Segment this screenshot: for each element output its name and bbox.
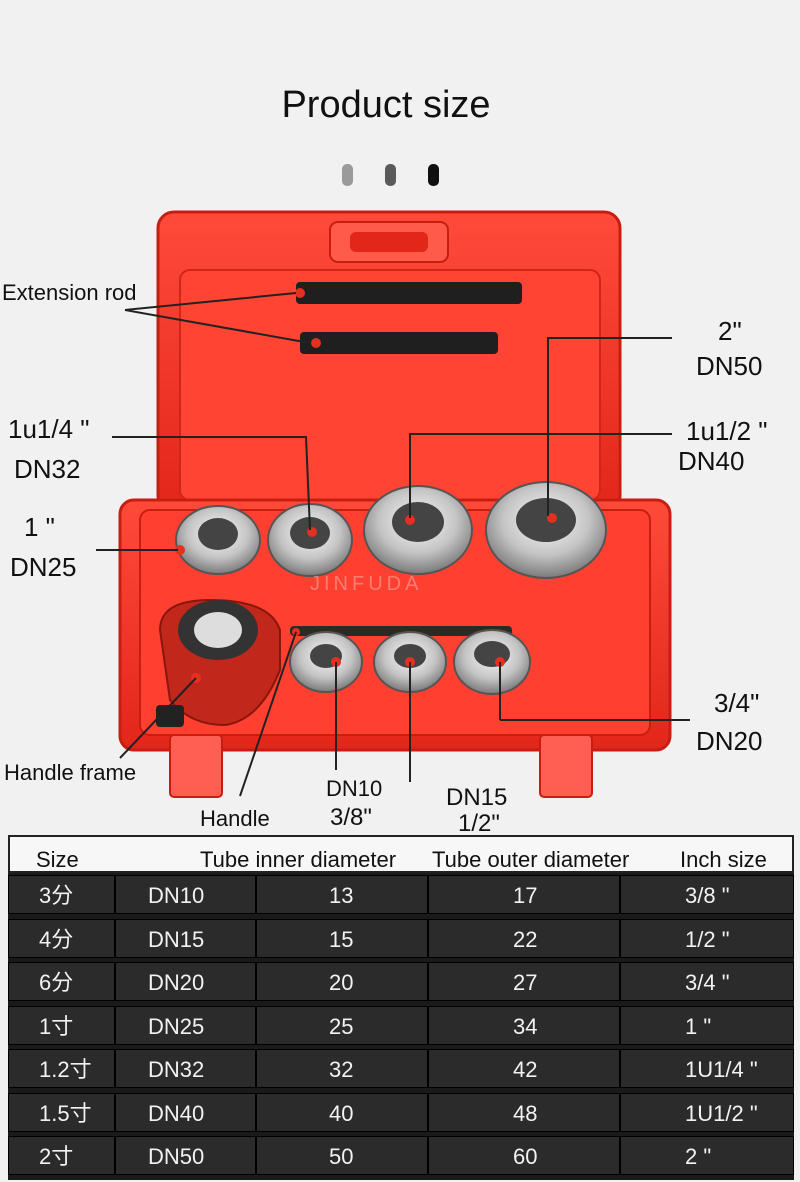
label-dn20: DN20 [696,726,763,756]
cell-inner: 32 [256,1049,428,1088]
watermark: JINFUDA [310,573,422,595]
size-table: Size Tube inner diameter Tube outer diam… [8,835,794,1180]
table-header-row: Size Tube inner diameter Tube outer diam… [8,835,794,873]
cell-dn: DN25 [115,1005,256,1045]
cell-outer: 17 [428,875,620,914]
label-dn40-inch: 1u1/2 " [686,416,768,446]
cell-outer: 22 [428,918,620,958]
label-dn15: DN15 [446,784,508,811]
cell-inch: 1U1/2 " [620,1092,794,1132]
label-dn20-inch: 3/4" [714,688,760,718]
label-dn10: DN10 [326,776,383,801]
cell-outer: 34 [428,1005,620,1045]
cell-dn: DN50 [115,1136,256,1175]
cell-inch: 3/4 " [620,962,794,1001]
cell-outer: 42 [428,1049,620,1088]
carousel-dot-3[interactable] [428,164,439,186]
cell-size: 6分 [8,962,115,1001]
label-dn32: DN32 [14,454,81,484]
label-dn50: DN50 [696,351,763,381]
label-dn32-inch: 1u1/4 " [8,414,90,444]
cell-inner: 15 [256,918,428,958]
product-photo: JINFUDA Extension rod 2" DN50 1u1/4 " DN… [0,200,800,836]
carousel-dot-1[interactable] [342,164,353,186]
label-extension-rod: Extension rod [2,280,137,305]
label-dn25-inch: 1 " [24,512,55,542]
label-dn40: DN40 [678,446,745,476]
cell-inch: 1/2 " [620,918,794,958]
cell-inch: 1 " [620,1005,794,1045]
header-inch-size: Inch size [680,847,767,872]
handle-frame-tool [156,598,281,727]
leader-lines [96,292,690,797]
carousel-dot-2[interactable] [385,164,396,186]
cell-inch: 1U1/4 " [620,1049,794,1088]
header-outer-diameter: Tube outer diameter [432,847,630,872]
cell-inner: 25 [256,1005,428,1045]
cell-size: 3分 [8,875,115,914]
cell-inner: 20 [256,962,428,1001]
label-handle: Handle [200,806,270,831]
carousel-dots [0,164,800,190]
cell-size: 1寸 [8,1005,115,1045]
cell-size: 4分 [8,918,115,958]
cell-dn: DN15 [115,918,256,958]
cell-inch: 2 " [620,1136,794,1175]
cell-outer: 48 [428,1092,620,1132]
label-dn50-inch: 2" [718,316,742,346]
cell-outer: 27 [428,962,620,1001]
cell-inner: 40 [256,1092,428,1132]
label-dn15-inch: 1/2" [458,810,500,837]
page-title: Product size [281,84,491,126]
cell-inner: 13 [256,875,428,914]
die-heads-large [175,481,607,579]
cell-size: 2寸 [8,1136,115,1175]
header-size: Size [36,847,79,872]
label-dn25: DN25 [10,552,77,582]
cell-dn: DN10 [115,875,256,914]
cell-outer: 60 [428,1136,620,1175]
cell-dn: DN32 [115,1049,256,1088]
extension-rods [295,282,522,354]
cell-size: 1.5寸 [8,1092,115,1132]
label-dn10-inch: 3/8" [330,804,372,831]
cell-dn: DN20 [115,962,256,1001]
cell-size: 1.2寸 [8,1049,115,1088]
label-handle-frame: Handle frame [4,760,137,785]
cell-inner: 50 [256,1136,428,1175]
header-inner-diameter: Tube inner diameter [200,847,397,872]
cell-dn: DN40 [115,1092,256,1132]
cell-inch: 3/8 " [620,875,794,914]
pipe-threader-kit-illustration: JINFUDA [96,210,690,798]
